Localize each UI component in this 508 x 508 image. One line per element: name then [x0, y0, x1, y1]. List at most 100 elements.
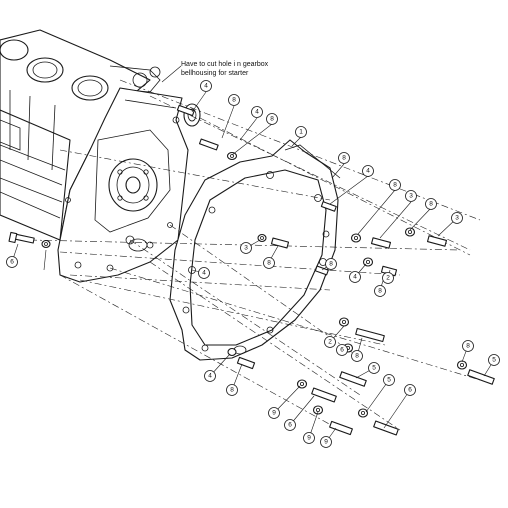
callout-number: 8 [355, 353, 359, 360]
callout-circle [425, 198, 437, 210]
note-line-1: Have to cut hole i n gearbox [181, 61, 269, 68]
callout-circle [240, 242, 252, 254]
callout-circle [404, 384, 416, 396]
callout-number: 2 [386, 275, 390, 282]
callout-balloon: 2 [324, 336, 336, 348]
callout-balloon: 9 [268, 407, 280, 419]
callout-circle [351, 350, 363, 362]
callout-balloon: 6 [336, 344, 348, 356]
bolts-center [257, 201, 337, 249]
callout-balloon: 6 [404, 384, 416, 396]
centerlines [29, 79, 481, 431]
callout-number: 8 [267, 260, 271, 267]
callout-circle [251, 106, 263, 118]
callout-number: 6 [10, 259, 14, 266]
callout-circle [338, 152, 350, 164]
callout-balloon: 3 [240, 242, 252, 254]
callout-number: 9 [324, 439, 328, 446]
callout-circle [462, 340, 474, 352]
callout-number: 4 [202, 270, 206, 277]
callout-number: 8 [270, 116, 274, 123]
callout-circle [324, 336, 336, 348]
callout-number: 6 [288, 422, 292, 429]
callout-balloon: 4 [200, 80, 212, 92]
callout-balloon: 3 [405, 190, 417, 202]
note-line-2: bellhousing for starter [181, 70, 249, 77]
callout-number: 4 [366, 168, 370, 175]
callout-balloon: 4 [204, 370, 216, 382]
callout-number: 1 [299, 129, 303, 136]
callout-circle [266, 113, 278, 125]
callout-number: 5 [372, 365, 376, 372]
callout-balloon: 9 [303, 432, 315, 444]
bellhousing-adapter-ring [169, 139, 341, 361]
bolt-left [8, 231, 51, 249]
callout-number: 4 [208, 373, 212, 380]
callout-number: 8 [393, 182, 397, 189]
callout-balloon: 8 [338, 152, 350, 164]
callout-number: 4 [204, 83, 208, 90]
callout-number: 5 [492, 357, 496, 364]
callout-circle [200, 80, 212, 92]
callout-number: 8 [232, 97, 236, 104]
callout-number: 6 [408, 387, 412, 394]
callout-number: 3 [455, 215, 459, 222]
callout-number: 8 [230, 387, 234, 394]
callout-balloon: 8 [226, 384, 238, 396]
callout-balloon: 8 [263, 257, 275, 269]
callout-circle [6, 256, 18, 268]
callout-circle [383, 374, 395, 386]
callout-circle [198, 267, 210, 279]
callout-balloon: 6 [284, 419, 296, 431]
callout-number: 5 [387, 377, 391, 384]
callout-balloon: 2 [382, 272, 394, 284]
callout-balloon: 5 [488, 354, 500, 366]
starter-note: Have to cut hole i n gearbox bellhousing… [181, 61, 269, 77]
callout-number: 8 [342, 155, 346, 162]
callout-balloon: 8 [266, 113, 278, 125]
callout-circle [336, 344, 348, 356]
callout-balloon: 9 [320, 436, 332, 448]
callout-number: 8 [429, 201, 433, 208]
callout-balloon: 4 [349, 271, 361, 283]
callout-balloon: 1 [295, 126, 307, 138]
callout-balloon: 6 [6, 256, 18, 268]
callout-number: 3 [244, 245, 248, 252]
callout-balloon: 4 [198, 267, 210, 279]
callout-balloon: 3 [451, 212, 463, 224]
callout-circle [451, 212, 463, 224]
callout-circle [303, 432, 315, 444]
callout-balloon: 8 [325, 258, 337, 270]
callout-balloon: 5 [383, 374, 395, 386]
callout-balloon: 4 [362, 165, 374, 177]
callout-number: 4 [353, 274, 357, 281]
callout-number: 3 [409, 193, 413, 200]
bolts-top [176, 104, 238, 161]
callout-circle [368, 362, 380, 374]
callout-circle [382, 272, 394, 284]
callout-number: 8 [378, 288, 382, 295]
callout-balloon: 5 [368, 362, 380, 374]
adapter-plate [57, 87, 201, 283]
callout-circle [295, 126, 307, 138]
callout-circle [389, 179, 401, 191]
callout-balloon: 8 [374, 285, 386, 297]
callout-circle [374, 285, 386, 297]
callout-circle [362, 165, 374, 177]
callout-circle [226, 384, 238, 396]
callout-circle [284, 419, 296, 431]
callout-circle [228, 94, 240, 106]
engine-block [0, 29, 161, 241]
callout-balloon: 8 [462, 340, 474, 352]
callout-circle [349, 271, 361, 283]
callout-circle [320, 436, 332, 448]
callout-number: 8 [466, 343, 470, 350]
callout-circle [268, 407, 280, 419]
callout-circle [263, 257, 275, 269]
callout-circle [405, 190, 417, 202]
callout-number: 4 [255, 109, 259, 116]
callout-number: 9 [272, 410, 276, 417]
callout-number: 9 [307, 435, 311, 442]
